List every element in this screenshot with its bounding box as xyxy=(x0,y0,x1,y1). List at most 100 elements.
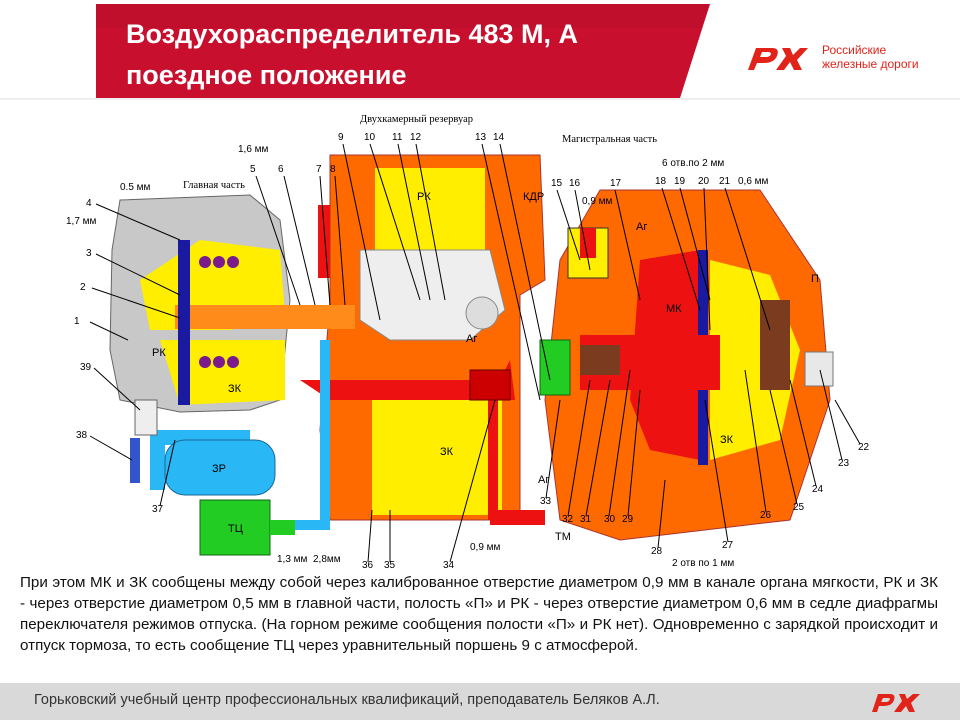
callout-24: 24 xyxy=(812,484,824,495)
zone-tm: ТМ xyxy=(555,531,571,543)
red-channel-main xyxy=(300,360,515,400)
zone-rk-left: РК xyxy=(152,347,166,359)
springs-left xyxy=(199,256,239,368)
zone-ag-1: Аг xyxy=(636,221,647,233)
callout-7: 7 xyxy=(316,164,322,175)
zr-reservoir xyxy=(164,439,276,496)
green-block xyxy=(539,339,571,396)
callout-39: 39 xyxy=(80,362,92,373)
line-part-label: Магистральная часть xyxy=(562,134,657,145)
callout-numbers: 1 2 3 4 5 6 7 8 9 10 11 12 13 14 15 16 1… xyxy=(74,132,870,570)
rk-top-chamber xyxy=(375,168,485,263)
zone-zk-right: ЗК xyxy=(720,434,734,446)
size-1-6: 1,6 мм xyxy=(238,144,269,155)
zk-center-chamber xyxy=(372,400,502,515)
size-0-9-b: 0,9 мм xyxy=(470,542,501,553)
zone-kdr: КДР xyxy=(523,191,544,203)
callout-35: 35 xyxy=(384,560,396,570)
main-part-label: Главная часть xyxy=(183,180,245,191)
callout-20: 20 xyxy=(698,176,710,187)
red-channel-vertical xyxy=(488,385,498,520)
callout-37: 37 xyxy=(152,504,164,515)
callout-29: 29 xyxy=(622,514,634,525)
zone-mk: МК xyxy=(666,303,682,315)
air-distributor-diagram: Двухкамерный резервуар Главная часть Маг… xyxy=(66,114,870,570)
callout-21: 21 xyxy=(719,176,731,187)
callout-18: 18 xyxy=(655,176,667,187)
callout-16: 16 xyxy=(569,178,581,189)
zone-zr: ЗР xyxy=(212,463,226,475)
callout-27: 27 xyxy=(722,540,734,551)
callout-17: 17 xyxy=(610,178,622,189)
callout-36: 36 xyxy=(362,560,374,570)
brown-piston-left xyxy=(580,345,620,375)
size-0-5: 0.5 мм xyxy=(120,182,151,193)
callout-25: 25 xyxy=(793,502,805,513)
left-diaphragm xyxy=(178,240,190,405)
size-6-holes: 6 отв.по 2 мм xyxy=(662,158,724,169)
callout-38: 38 xyxy=(76,430,88,441)
callout-12: 12 xyxy=(410,132,422,143)
callout-11: 11 xyxy=(392,132,403,143)
valve-39 xyxy=(134,399,158,436)
callout-5: 5 xyxy=(250,164,256,175)
callout-13: 13 xyxy=(475,132,487,143)
callout-30: 30 xyxy=(604,514,616,525)
callout-31: 31 xyxy=(580,514,592,525)
lever-38 xyxy=(130,438,140,483)
size-0-6: 0,6 мм xyxy=(738,176,769,187)
zone-zk-center: ЗК xyxy=(440,446,454,458)
slide-header: Воздухораспределитель 483 М, А поездное … xyxy=(0,0,960,100)
callout-22: 22 xyxy=(858,442,870,453)
p-plug xyxy=(804,351,834,387)
red-choke xyxy=(469,369,511,401)
callout-4: 4 xyxy=(86,198,92,209)
callout-28: 28 xyxy=(651,546,663,557)
reservoir-label: Двухкамерный резервуар xyxy=(360,114,473,125)
callout-1: 1 xyxy=(74,316,80,327)
rzd-logo-icon xyxy=(748,48,808,70)
brand-name: Российские железные дороги xyxy=(822,43,919,71)
zone-tc: ТЦ xyxy=(228,523,243,535)
red-channel-top xyxy=(318,205,330,278)
footer-rzd-logo-icon xyxy=(872,694,920,712)
zk-left-chamber xyxy=(160,340,285,405)
callout-6: 6 xyxy=(278,164,284,175)
title-line-2: поездное положение xyxy=(126,60,407,90)
brand-line-2: железные дороги xyxy=(822,57,919,71)
brand-line-1: Российские xyxy=(822,43,887,57)
callout-26: 26 xyxy=(760,510,772,521)
callout-34: 34 xyxy=(443,560,455,570)
footer-bar: Горьковский учебный центр профессиональн… xyxy=(0,683,960,720)
main-piston-rod xyxy=(175,305,355,329)
tc-cylinder xyxy=(199,499,271,556)
line-pipe-tm xyxy=(490,510,545,525)
rzd-logo: Российские железные дороги xyxy=(742,40,952,80)
callout-32: 32 xyxy=(562,514,574,525)
callout-14: 14 xyxy=(493,132,505,143)
central-round-plug xyxy=(465,296,499,330)
zone-ag-3: Аг xyxy=(538,474,549,486)
size-1-7: 1,7 мм xyxy=(66,216,97,227)
callout-23: 23 xyxy=(838,458,850,469)
callout-19: 19 xyxy=(674,176,686,187)
footer-text: Горьковский учебный центр профессиональн… xyxy=(34,692,660,708)
zone-ag-2: Аг xyxy=(466,333,477,345)
blue-channel xyxy=(240,340,330,530)
zone-rk-top: РК xyxy=(417,191,431,203)
zone-zk-left: ЗК xyxy=(228,383,242,395)
size-2-8: 2,8мм xyxy=(313,554,341,565)
size-0-9-a: 0,9 мм xyxy=(582,196,613,207)
size-2-holes: 2 отв по 1 мм xyxy=(672,558,734,569)
callout-10: 10 xyxy=(364,132,376,143)
callout-8: 8 xyxy=(330,164,336,175)
callout-9: 9 xyxy=(338,132,344,143)
callout-3: 3 xyxy=(86,248,92,259)
title-line-1: Воздухораспределитель 483 М, А xyxy=(126,19,578,49)
header-background xyxy=(0,4,960,100)
kdr-valve-core xyxy=(580,228,596,258)
description-text: При этом МК и ЗК сообщены между собой че… xyxy=(20,574,938,654)
slide-title: Воздухораспределитель 483 М, А поездное … xyxy=(126,14,686,96)
callout-33: 33 xyxy=(540,496,552,507)
size-1-3: 1,3 мм xyxy=(277,554,308,565)
